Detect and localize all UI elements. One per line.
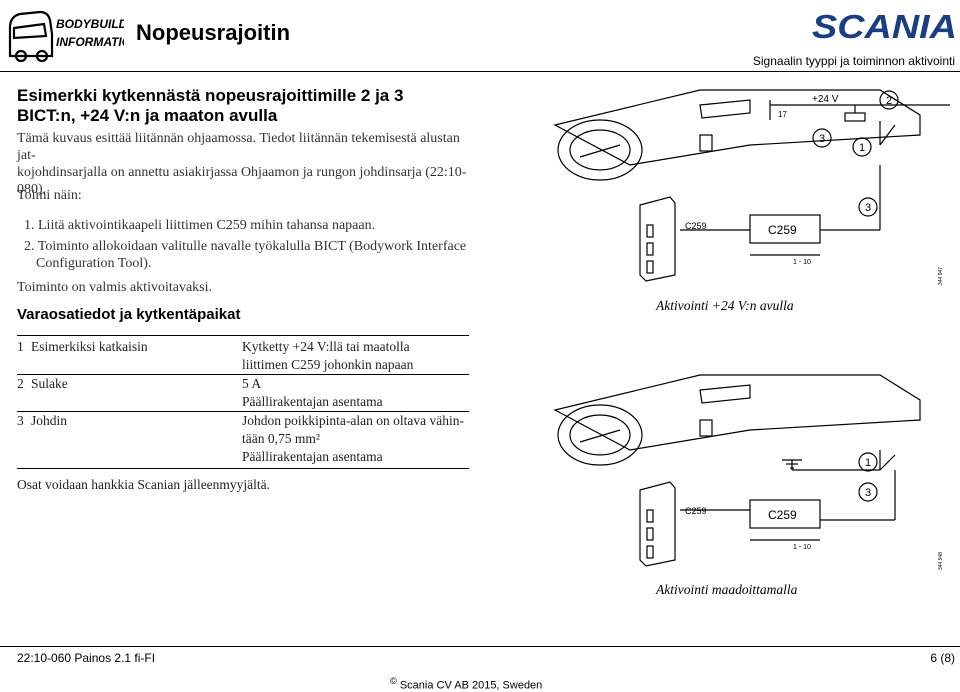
- part-name: Sulake: [31, 374, 242, 393]
- connector-c259-box: [749, 214, 821, 244]
- dashboard-outline: [553, 374, 921, 451]
- page-number: 6 (8): [930, 651, 955, 665]
- header-divider: [0, 71, 960, 72]
- part-description: Johdon poikkipinta-alan on oltava vähin-: [242, 411, 469, 430]
- part-description: Päällirakentajan asentama: [242, 394, 383, 409]
- callout-number: 3: [865, 202, 871, 214]
- step-text-cont: Configuration Tool).: [36, 256, 152, 271]
- connector-label: C259: [768, 223, 797, 237]
- footer-divider: [0, 646, 960, 647]
- page-subtitle: Signaalin tyyppi ja toiminnon aktivointi: [752, 54, 955, 68]
- connector-c259-box: [749, 499, 821, 529]
- part-number: 1: [17, 335, 31, 356]
- scania-logo: SCANIA: [812, 10, 957, 42]
- table-row: 1 Esimerkiksi katkaisin Kytketty +24 V:l…: [17, 335, 469, 356]
- supply-label: +24 V: [812, 94, 839, 105]
- copyright-text: Scania CV AB 2015, Sweden: [399, 679, 543, 692]
- intro-line: kojohdinsarjalla on annettu asiakirjassa…: [17, 165, 467, 180]
- step-item: 1. Liitä aktivointikaapeli liittimen C25…: [24, 217, 375, 234]
- intro-line: 080).: [17, 182, 47, 197]
- step-number: 1.: [24, 218, 35, 233]
- dashboard-outline: [553, 89, 921, 166]
- wiring-diagram-ground: 1 3 C259 C259 1 - 10 344 948 Aktivointi …: [553, 374, 944, 597]
- part-number: 3: [17, 411, 31, 430]
- table-row: Päällirakentajan asentama: [17, 448, 469, 469]
- callout-circle: [852, 137, 872, 157]
- page-title: Nopeusrajoitin: [136, 20, 291, 45]
- table-row: tään 0,75 mm²: [17, 430, 469, 448]
- figure-id: 344 947: [938, 267, 944, 285]
- part-name: Esimerkiksi katkaisin: [31, 335, 242, 356]
- pin-range-label: 1 - 10: [793, 544, 811, 551]
- callout-number: 2: [886, 95, 892, 107]
- wiring-diagram-24v: +24 V 17 2 3 1 3 C259 C259 1 - 10 344 94…: [553, 89, 950, 313]
- table-row: liittimen C259 johonkin napaan: [17, 356, 469, 375]
- callout-number: 1: [859, 142, 865, 154]
- table-row: 2 Sulake 5 A: [17, 374, 469, 393]
- parts-table: 1 Esimerkiksi katkaisin Kytketty +24 V:l…: [17, 335, 469, 469]
- callout-number: 1: [865, 457, 871, 469]
- document-reference: 22:10-060 Painos 2.1 fi-FI: [17, 651, 156, 665]
- callout-circle: [858, 482, 878, 502]
- part-description: liittimen C259 johonkin napaan: [242, 357, 414, 372]
- logo-text-line1: BODYBUILDING: [56, 17, 124, 31]
- step-item: 2. Toiminto allokoidaan valitulle navall…: [24, 238, 474, 272]
- connector-label: C259: [768, 508, 797, 522]
- done-text: Toiminto on valmis aktivoitavaksi.: [17, 280, 213, 295]
- connector-label: C259: [685, 506, 707, 516]
- steps-label: Toimi näin:: [17, 188, 82, 203]
- pin-range-label: 1 - 10: [793, 259, 811, 266]
- control-unit: [639, 481, 676, 567]
- steering-wheel: [557, 404, 643, 466]
- step-text: Liitä aktivointikaapeli liittimen C259 m…: [38, 218, 376, 233]
- figure-caption: Aktivointi +24 V:n avulla: [655, 298, 794, 313]
- table-row: Päällirakentajan asentama: [17, 393, 469, 412]
- intro-line: Tämä kuvaus esittää liitännän ohjaamossa…: [17, 131, 460, 163]
- callout-circle: [879, 90, 899, 110]
- part-name: Johdin: [31, 411, 242, 430]
- steering-wheel: [557, 119, 643, 181]
- connector-label: C259: [685, 221, 707, 231]
- part-description: tään 0,75 mm²: [242, 431, 320, 446]
- brand-wordmark: SCANIA: [812, 10, 957, 42]
- logo-text-line2: INFORMATION: [56, 35, 124, 49]
- step-text: Toiminto allokoidaan valitulle navalle t…: [37, 239, 467, 254]
- callout-number: 3: [819, 133, 825, 145]
- step-number: 2.: [24, 239, 35, 254]
- copyright-symbol: ©: [390, 676, 397, 686]
- callout-circle: [858, 197, 878, 217]
- part-description: 5 A: [242, 374, 469, 393]
- bodybuilding-information-logo: BODYBUILDING INFORMATION: [8, 10, 124, 63]
- part-description: Kytketty +24 V:llä tai maatolla: [242, 335, 469, 356]
- section-heading-line1: Esimerkki kytkennästä nopeusrajoittimill…: [17, 86, 404, 105]
- part-description: Päällirakentajan asentama: [242, 448, 469, 469]
- intro-paragraph: Tämä kuvaus esittää liitännän ohjaamossa…: [17, 130, 477, 198]
- figure-id: 344 948: [938, 552, 944, 570]
- copyright: © Scania CV AB 2015, Sweden: [390, 676, 542, 692]
- parts-heading: Varaosatiedot ja kytkentäpaikat: [17, 306, 241, 323]
- section-heading-line2: BICT:n, +24 V:n ja maaton avulla: [17, 106, 278, 125]
- pin-label: 17: [778, 110, 787, 119]
- part-number: 2: [17, 374, 31, 393]
- fuse-symbol: [844, 112, 866, 122]
- figure-caption: Aktivointi maadoittamalla: [655, 582, 798, 597]
- callout-circle: [812, 128, 832, 148]
- section-heading: Esimerkki kytkennästä nopeusrajoittimill…: [17, 86, 477, 126]
- callout-number: 3: [865, 487, 871, 499]
- table-row: 3 Johdin Johdon poikkipinta-alan on olta…: [17, 411, 469, 430]
- control-unit: [639, 196, 676, 282]
- callout-circle: [858, 452, 878, 472]
- parts-note: Osat voidaan hankkia Scanian jälleenmyyj…: [17, 477, 271, 492]
